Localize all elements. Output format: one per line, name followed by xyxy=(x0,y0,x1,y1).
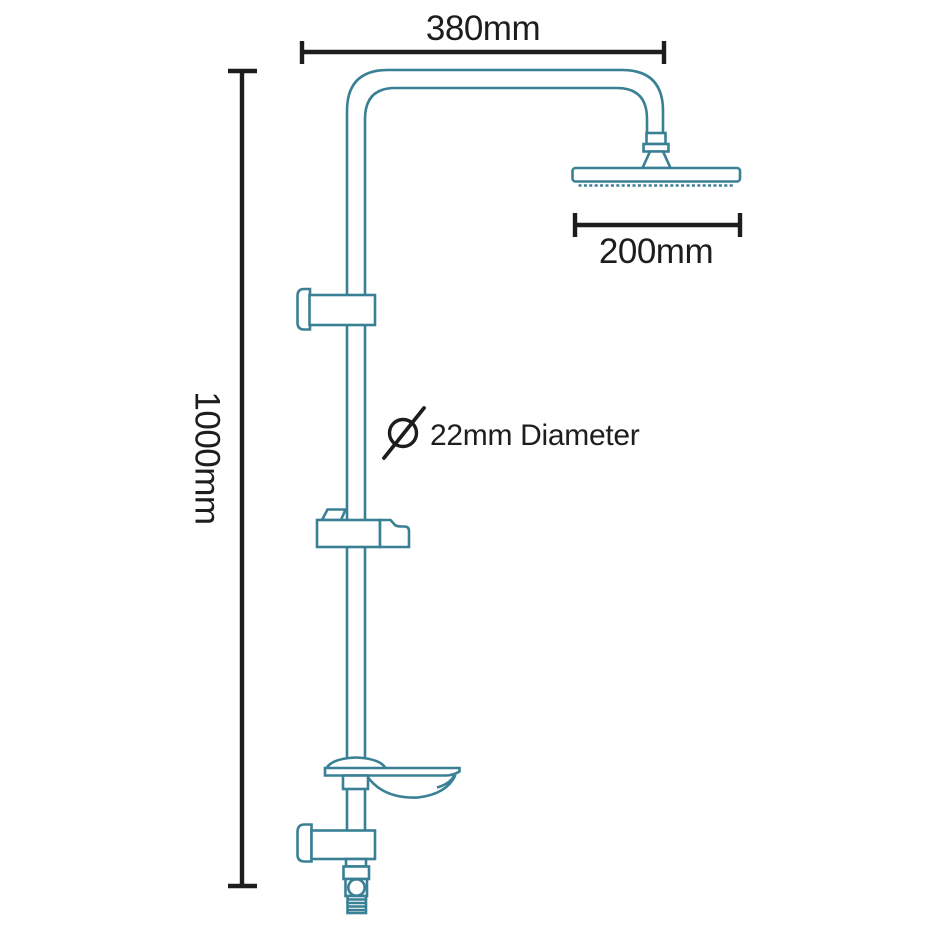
head-plate xyxy=(571,166,742,183)
slider-bracket xyxy=(315,508,411,549)
soap-dish xyxy=(323,756,461,799)
pipe-diameter-label: 22mm Diameter xyxy=(430,419,640,452)
slider-body xyxy=(315,518,382,549)
diameter-symbol-slash xyxy=(382,406,426,460)
shower-head xyxy=(571,131,742,187)
pipe-diameter-annotation: 22mm Diameter xyxy=(382,406,640,460)
dimension-arm-reach: 380mm xyxy=(299,9,667,64)
dish-clamp-hump xyxy=(324,756,388,770)
tube-inner-line xyxy=(363,86,649,861)
dish-inner-lip xyxy=(436,775,456,789)
outlet-nut xyxy=(342,865,371,881)
dimension-rail-height: 1000mm xyxy=(188,68,257,889)
slider-holder-extension xyxy=(378,518,411,549)
head-connector-nut xyxy=(645,131,667,146)
tube-outer-line xyxy=(345,68,665,861)
head-connector-taper xyxy=(640,150,673,170)
bracket-wall-cap xyxy=(296,287,312,331)
bracket-body xyxy=(310,829,377,861)
dish-lower-collar xyxy=(341,774,370,791)
wall-bracket-bottom xyxy=(296,823,377,863)
bracket-wall-cap xyxy=(296,823,313,863)
diameter-symbol-icon xyxy=(382,406,426,460)
dimension-rail-height-label: 1000mm xyxy=(188,391,227,524)
dimension-head-width: 200mm xyxy=(572,213,743,271)
diameter-symbol-circle xyxy=(387,417,419,449)
hose-outlet xyxy=(342,857,371,915)
dimension-head-width-label: 200mm xyxy=(599,232,713,271)
slider-lock-tab xyxy=(319,508,348,522)
outlet-thread-lines xyxy=(347,898,366,912)
outlet-port-circle xyxy=(346,877,366,897)
bracket-body xyxy=(308,293,377,327)
dish-bowl xyxy=(365,774,457,799)
wall-bracket-top xyxy=(296,287,377,331)
dish-shelf-plate xyxy=(323,766,461,777)
riser-rail-and-arm xyxy=(345,68,665,861)
dimension-arm-reach-label: 380mm xyxy=(426,9,540,48)
